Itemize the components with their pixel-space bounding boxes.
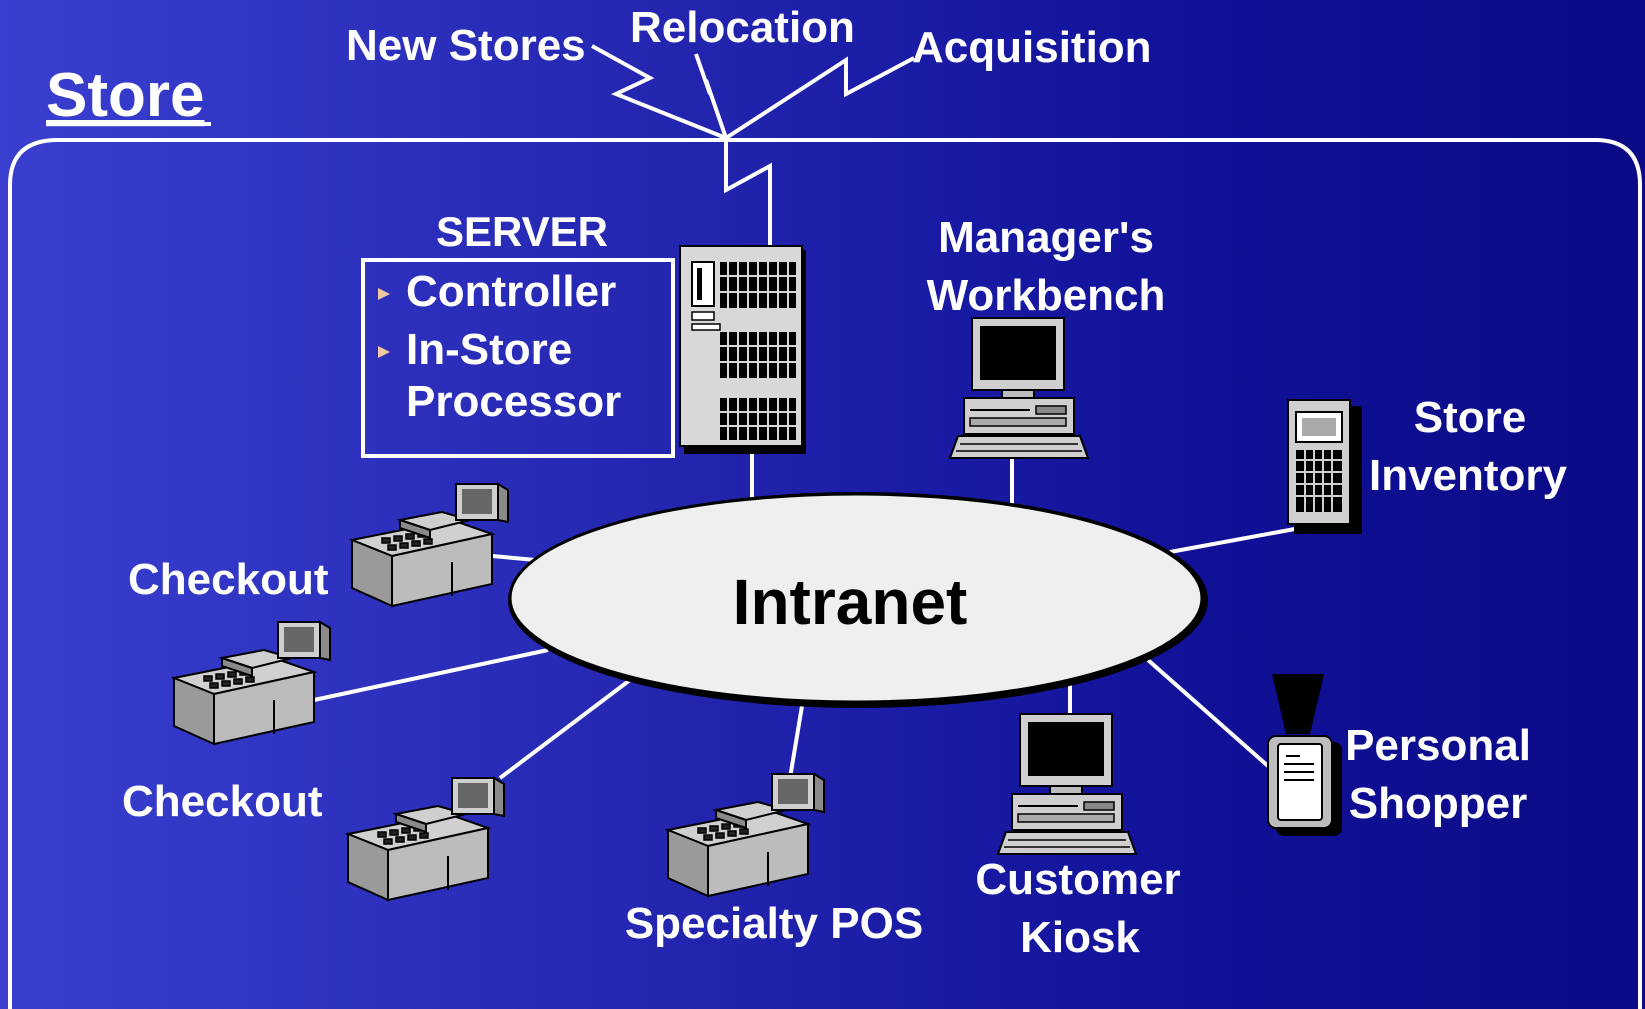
server-item-controller: Controller bbox=[406, 267, 616, 316]
acquisition-link bbox=[724, 56, 915, 140]
external-links bbox=[591, 44, 915, 250]
intranet-label: Intranet bbox=[733, 566, 968, 638]
managers-workbench-label-line2: Workbench bbox=[927, 271, 1166, 320]
relocation-link bbox=[694, 53, 728, 139]
pos-terminal-icon bbox=[347, 777, 505, 901]
server-title: SERVER bbox=[436, 208, 608, 255]
new-stores-label: New Stores bbox=[346, 21, 586, 70]
checkout-label-2: Checkout bbox=[122, 777, 323, 826]
customer-kiosk-label-line1: Customer bbox=[975, 855, 1180, 904]
pos-terminal-icon bbox=[173, 621, 331, 745]
desktop-computer-icon bbox=[997, 713, 1137, 855]
connection-lines bbox=[313, 448, 1323, 780]
server-tower-icon bbox=[679, 245, 806, 454]
store-title: Store bbox=[46, 61, 204, 130]
pos-terminal-icon bbox=[351, 483, 509, 607]
store-inventory-label-line1: Store bbox=[1414, 393, 1526, 442]
server-item-in-store: In-Store bbox=[406, 325, 572, 374]
specialty-pos-label: Specialty POS bbox=[625, 899, 923, 948]
server-item-processor: Processor bbox=[406, 377, 621, 426]
server-uplink bbox=[724, 138, 772, 250]
desktop-computer-icon bbox=[949, 317, 1089, 459]
bullet-icon bbox=[378, 288, 390, 300]
checkout-label-1: Checkout bbox=[128, 555, 329, 604]
intranet-ellipse bbox=[508, 492, 1204, 704]
customer-kiosk-label-line2: Kiosk bbox=[1020, 913, 1140, 962]
store-boundary bbox=[8, 138, 1642, 1009]
bullet-icon bbox=[378, 346, 390, 358]
pos-terminal-icon bbox=[667, 773, 825, 897]
store-inventory-label-line2: Inventory bbox=[1369, 451, 1568, 500]
handheld-scanner-icon bbox=[1287, 399, 1362, 534]
acquisition-label: Acquisition bbox=[912, 23, 1152, 72]
new-stores-link bbox=[591, 44, 727, 140]
managers-workbench-label-line1: Manager's bbox=[938, 213, 1154, 262]
server-label-box bbox=[361, 258, 675, 458]
personal-shopper-device-icon bbox=[1267, 674, 1342, 836]
personal-shopper-label-line1: Personal bbox=[1345, 721, 1531, 770]
personal-shopper-label-line2: Shopper bbox=[1349, 779, 1527, 828]
relocation-label: Relocation bbox=[630, 3, 855, 52]
